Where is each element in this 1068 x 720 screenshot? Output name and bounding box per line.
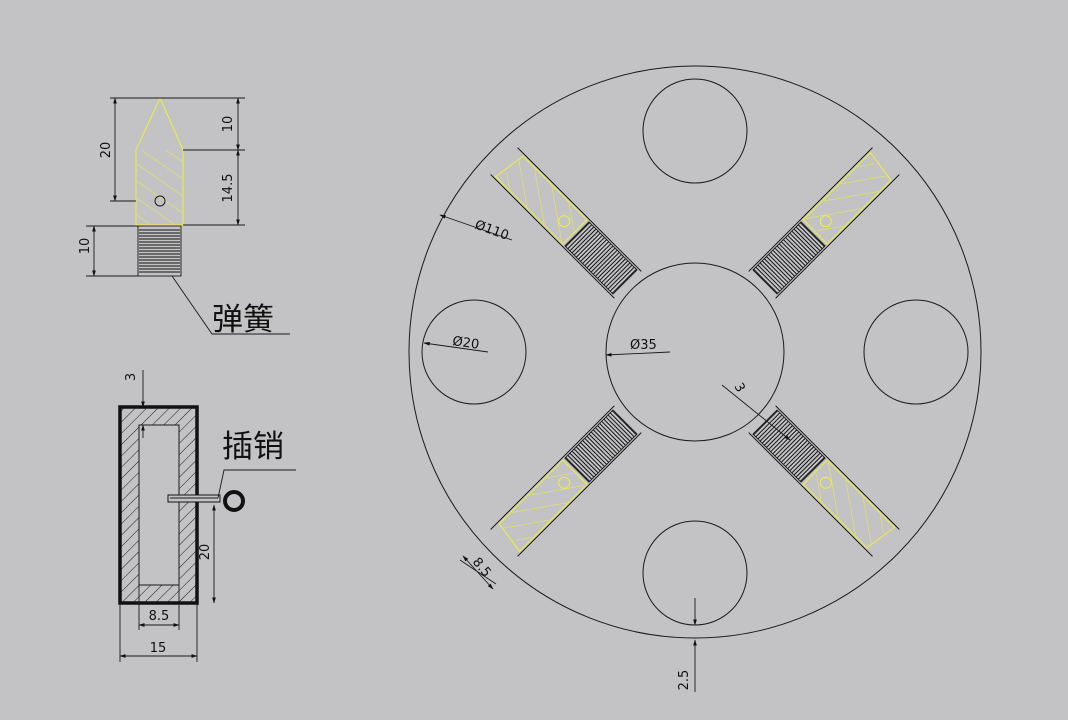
pin-ring-icon (223, 490, 245, 512)
slot-upper-right (748, 147, 900, 299)
dim-slot-width: 8.5 (469, 555, 494, 580)
dim-tip-total: 20 (99, 142, 114, 159)
dim-tip-body: 14.5 (221, 174, 236, 203)
disk-view: Ø110 Ø20 Ø35 3 8.5 2.5 (408, 65, 982, 692)
slot-upper-left (490, 147, 642, 299)
label-pin: 插销 (222, 429, 284, 465)
disk-outline (408, 65, 982, 639)
box-outline (118, 405, 199, 605)
hole-top (642, 78, 748, 184)
dim-hub-diameter: Ø35 (630, 338, 657, 353)
dim-hole-diameter: Ø20 (451, 334, 480, 353)
tip-hatch (137, 150, 182, 224)
tip-hole (154, 195, 166, 207)
dim-disk-diameter: Ø110 (473, 218, 511, 244)
hole-left (421, 299, 527, 405)
tip-detail: 20 10 14.5 10 弹簧 (78, 96, 290, 338)
dim-tip-top: 10 (221, 116, 236, 133)
dim-spring-len: 10 (78, 238, 93, 255)
spring-coil (137, 225, 182, 277)
dim-box-width: 15 (150, 641, 167, 656)
slot-lower-right (748, 405, 900, 557)
tip-outline (135, 96, 184, 226)
label-spring: 弹簧 (212, 302, 274, 338)
dim-slot-offset: 3 (731, 381, 748, 396)
dim-box-inner: 8.5 (149, 609, 170, 624)
slot-lower-left (490, 405, 642, 557)
hole-right (863, 299, 969, 405)
dim-edge-gap: 2.5 (677, 670, 692, 691)
hub-circle (605, 262, 785, 442)
dim-pin-drop: 20 (198, 544, 213, 561)
box-detail: 插销 3 20 8.5 15 (118, 370, 296, 662)
dim-box-wall: 3 (124, 373, 139, 381)
box-cavity (138, 424, 180, 586)
